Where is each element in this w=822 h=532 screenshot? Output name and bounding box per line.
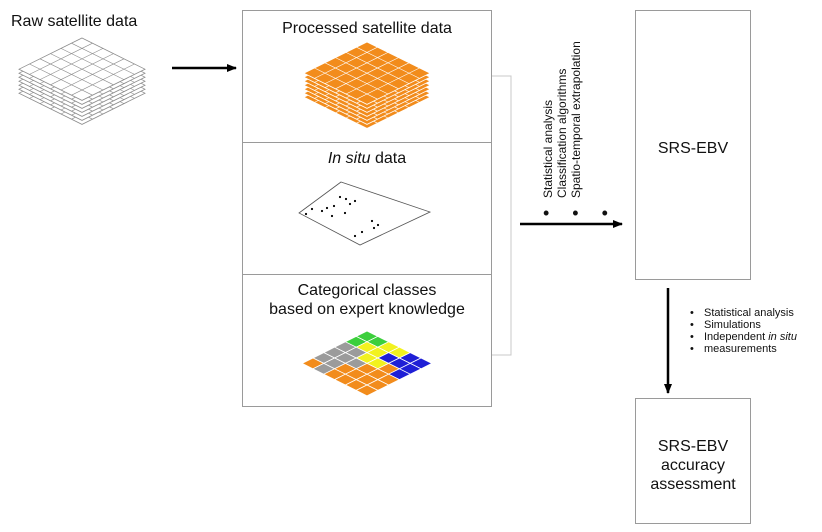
validation-list: Statistical analysis Simulations Indepen… (685, 307, 797, 355)
accuracy-line3: assessment (650, 476, 736, 493)
bracket-middle-panels (492, 75, 512, 356)
grid-line (314, 67, 378, 100)
accuracy-assessment-box: SRS-EBV accuracy assessment (635, 398, 751, 524)
processed-data-title: Processed satellite data (282, 20, 452, 37)
insitu-points-icon (298, 181, 432, 246)
insitu-rest: data (370, 150, 407, 167)
insitu-plane-surface (298, 181, 432, 246)
categorical-title-line2: based on expert knowledge (269, 301, 465, 318)
insitu-point (353, 199, 357, 203)
categorical-title-line1: Categorical classes (297, 282, 437, 299)
raw-satellite-grid-icon (18, 37, 146, 125)
validation-item: Statistical analysis (685, 307, 797, 319)
insitu-point (370, 219, 374, 223)
srs-ebv-label: SRS-EBV (657, 140, 729, 157)
srs-ebv-box: SRS-EBV (635, 10, 751, 280)
insitu-point (332, 204, 336, 208)
processed-satellite-grid-icon (303, 41, 431, 129)
insitu-point (343, 211, 347, 215)
validation-item-continued: measurements (685, 343, 797, 355)
insitu-point (325, 206, 329, 210)
accuracy-line2: accuracy (660, 457, 726, 474)
insitu-point (372, 226, 376, 230)
grid-line (29, 63, 93, 96)
insitu-point (310, 207, 314, 211)
validation-item3-italic: in situ (768, 331, 797, 343)
insitu-italic: In situ (327, 150, 371, 167)
insitu-point (330, 214, 334, 218)
insitu-point (304, 212, 308, 216)
insitu-point (338, 195, 342, 199)
insitu-point (360, 230, 364, 234)
validation-item: Simulations (685, 319, 797, 331)
category-cell (355, 384, 379, 397)
insitu-point (320, 209, 324, 213)
accuracy-line1: SRS-EBV (657, 438, 729, 455)
validation-item3-prefix: Independent (704, 331, 769, 343)
raw-data-title: Raw satellite data (11, 13, 138, 30)
categorical-map-icon (301, 330, 433, 397)
insitu-point (376, 223, 380, 227)
insitu-point (344, 197, 348, 201)
validation-item: Independent in situ (685, 331, 797, 343)
insitu-point (353, 234, 357, 238)
insitu-data-title: In situ data (243, 149, 491, 168)
insitu-point (348, 202, 352, 206)
methods-ellipsis: • • • (543, 203, 617, 223)
